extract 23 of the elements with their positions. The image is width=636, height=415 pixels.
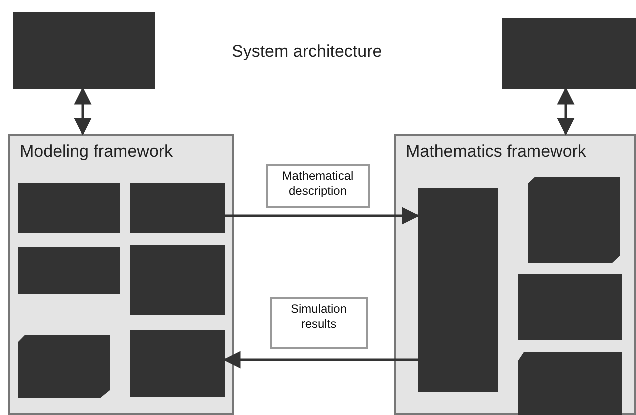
arrow [74, 87, 92, 136]
arrow [557, 87, 575, 136]
edge-label: Simulation results [270, 297, 368, 349]
edge-label: Mathematical description [266, 164, 370, 208]
dark-block [18, 183, 120, 233]
dark-block [502, 18, 636, 89]
dark-block [13, 12, 155, 89]
dark-block [130, 183, 225, 233]
dark-block [528, 177, 620, 263]
dark-block [518, 352, 622, 415]
panel-heading: Mathematics framework [406, 142, 586, 162]
dark-block [18, 247, 120, 294]
panel-heading: Modeling framework [20, 142, 174, 162]
arrow [223, 351, 418, 369]
arrow [225, 207, 420, 225]
framework-panel [8, 134, 234, 415]
dark-block [18, 335, 110, 398]
diagram-title: System architecture [232, 42, 382, 62]
framework-panel [394, 134, 636, 415]
dark-block [418, 188, 498, 392]
dark-block [130, 330, 225, 397]
dark-block [518, 274, 622, 340]
dark-block [130, 245, 225, 315]
